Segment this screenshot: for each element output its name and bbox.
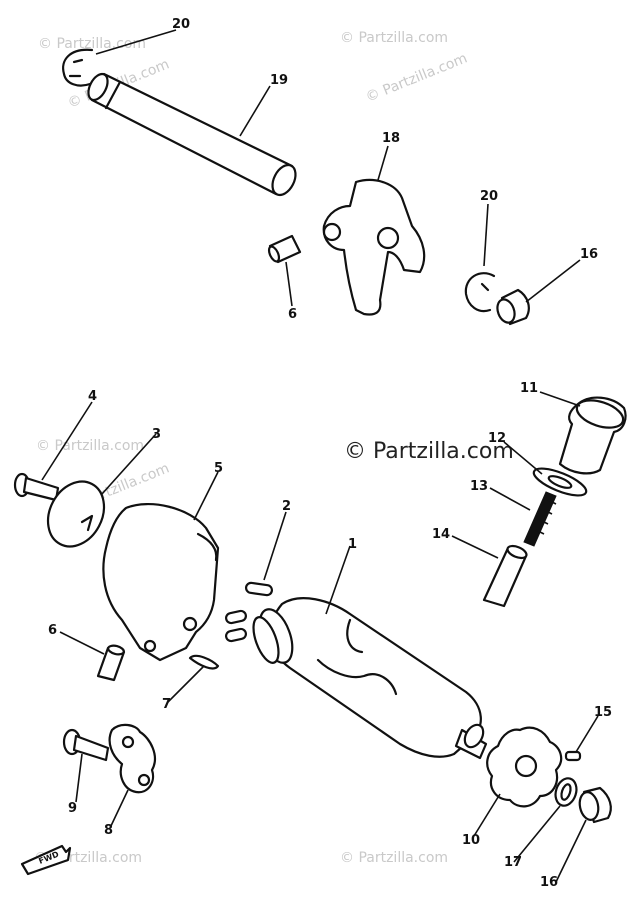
callout-20: 20	[480, 189, 498, 204]
callout-15: 15	[594, 705, 612, 720]
part-8-stopper-plate	[108, 723, 157, 794]
callout-13: 13	[470, 479, 488, 494]
part-3-plate	[46, 480, 106, 548]
watermark-text: © Partzilla.com	[340, 30, 448, 46]
callout-5: 5	[214, 461, 223, 476]
callout-16: 16	[540, 875, 558, 890]
callout-17: 17	[504, 855, 522, 870]
callout-10: 10	[462, 833, 480, 848]
callout-14: 14	[432, 527, 450, 542]
callout-19: 19	[270, 73, 288, 88]
callout-2: 2	[282, 499, 291, 514]
watermark-center-line1: © Partzilla.com	[344, 439, 514, 464]
part-10-star-wheel	[486, 726, 563, 808]
watermark-text: © Partzilla.com	[38, 36, 146, 52]
callout-6: 6	[288, 307, 297, 322]
callout-18: 18	[382, 131, 400, 146]
part-1-shift-drum	[252, 597, 488, 760]
callout-3: 3	[152, 427, 161, 442]
part-19-shaft	[87, 72, 297, 197]
part-5-drum-housing	[102, 503, 220, 662]
callout-1: 1	[348, 537, 357, 552]
callout-12: 12	[488, 431, 506, 446]
part-20-circlip-top	[62, 48, 94, 87]
forward-arrow-icon: FWD	[20, 844, 72, 876]
callout-11: 11	[520, 381, 538, 396]
callout-4: 4	[88, 389, 97, 404]
part-16-roller-lower	[578, 786, 612, 824]
callout-6: 6	[48, 623, 57, 638]
callout-20: 20	[172, 17, 190, 32]
part-18-shift-fork	[322, 178, 426, 316]
drum-pins	[225, 609, 247, 643]
part-17-circlip	[554, 777, 578, 807]
part-6-pin-top	[267, 234, 302, 264]
part-16-roller-top	[496, 288, 530, 326]
part-9-bolt	[62, 728, 110, 762]
watermark-text: © Partzilla.com	[364, 50, 470, 105]
callout-9: 9	[68, 801, 77, 816]
part-13-spring	[523, 491, 557, 547]
part-11-housing	[558, 396, 627, 475]
part-6-pin-lower	[96, 644, 126, 682]
part-7-cotter-pin	[188, 654, 220, 670]
watermark-text: © Partzilla.com	[340, 850, 448, 866]
leader-lines	[41, 29, 599, 883]
callouts: 20 19 18 20 16 6 11 12 13 14 4 3 5 2 1 6…	[48, 17, 612, 890]
callout-7: 7	[162, 697, 171, 712]
part-20-circlip-right	[464, 272, 496, 313]
part-15-pin	[564, 750, 582, 762]
part-14-plunger	[482, 544, 528, 608]
callout-8: 8	[104, 823, 113, 838]
part-2-pin	[244, 581, 274, 597]
part-4-bolt	[13, 472, 60, 502]
watermark-text: © Partzilla.com	[36, 438, 144, 454]
part-12-washer	[532, 467, 588, 497]
callout-16: 16	[580, 247, 598, 262]
